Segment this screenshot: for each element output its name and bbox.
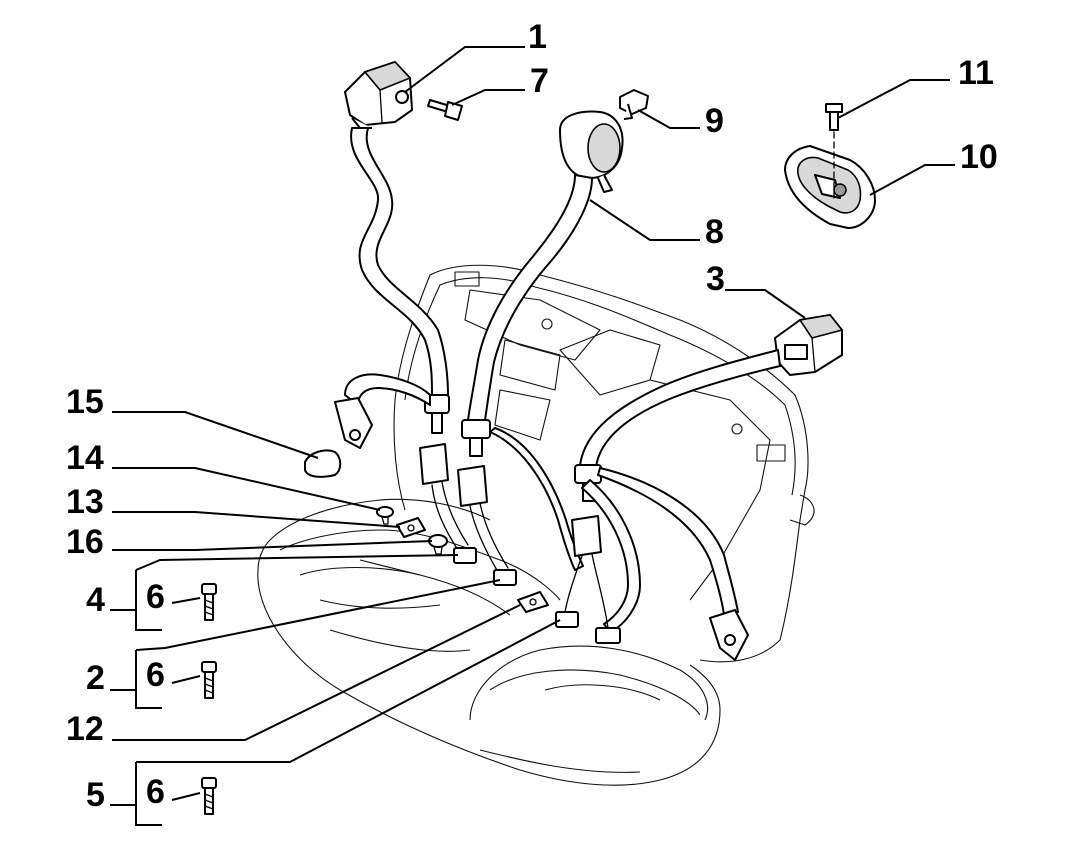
part-13-plate: [396, 517, 426, 538]
callout-1: 1: [528, 18, 547, 56]
callout-4: 4: [86, 581, 105, 619]
part-4-buckle-left: [419, 443, 477, 564]
callout-8: 8: [705, 213, 724, 251]
part-7-bolt: [427, 99, 463, 121]
rear-seat: [257, 264, 815, 786]
part-1-left-retractor-belt: [344, 61, 450, 434]
callout-3: 3: [706, 260, 725, 298]
callout-5: 5: [86, 776, 105, 814]
callout-10: 10: [960, 138, 998, 176]
part-11-bolt: [825, 103, 843, 131]
part-6-bolt-b: [201, 661, 217, 699]
callout-9: 9: [705, 102, 724, 140]
callout-2: 2: [86, 659, 105, 697]
part-6-bolt-c: [201, 777, 217, 815]
callout-13: 13: [66, 483, 104, 521]
part-12-plate: [517, 591, 549, 613]
left-anchor-plate: [334, 373, 431, 449]
part-8-center-retractor-belt: [461, 110, 624, 571]
callout-12: 12: [66, 710, 104, 748]
callout-15: 15: [66, 383, 104, 421]
leader-lines: [110, 46, 955, 826]
part-6-bolt-a: [201, 583, 217, 621]
callout-11: 11: [958, 54, 994, 92]
callout-6-b: 6: [146, 656, 165, 694]
part-3-right-retractor-belt: [574, 314, 844, 661]
part-16-clip: [428, 534, 448, 555]
part-5-buckle-right: [555, 515, 621, 644]
callout-14: 14: [66, 439, 104, 477]
callout-16: 16: [66, 523, 104, 561]
callout-6-a: 6: [146, 578, 165, 616]
callout-7: 7: [530, 62, 549, 100]
part-10-anchor-cover: [784, 131, 876, 229]
callout-6-c: 6: [146, 773, 165, 811]
part-9-bolt: [619, 89, 649, 120]
callout-labels: 1 7 9 11 10 8 3 15 14 13 16 4 6 2 6 12 5…: [66, 18, 998, 814]
part-14-clip: [376, 506, 394, 525]
part-2-buckle-center: [457, 465, 517, 586]
